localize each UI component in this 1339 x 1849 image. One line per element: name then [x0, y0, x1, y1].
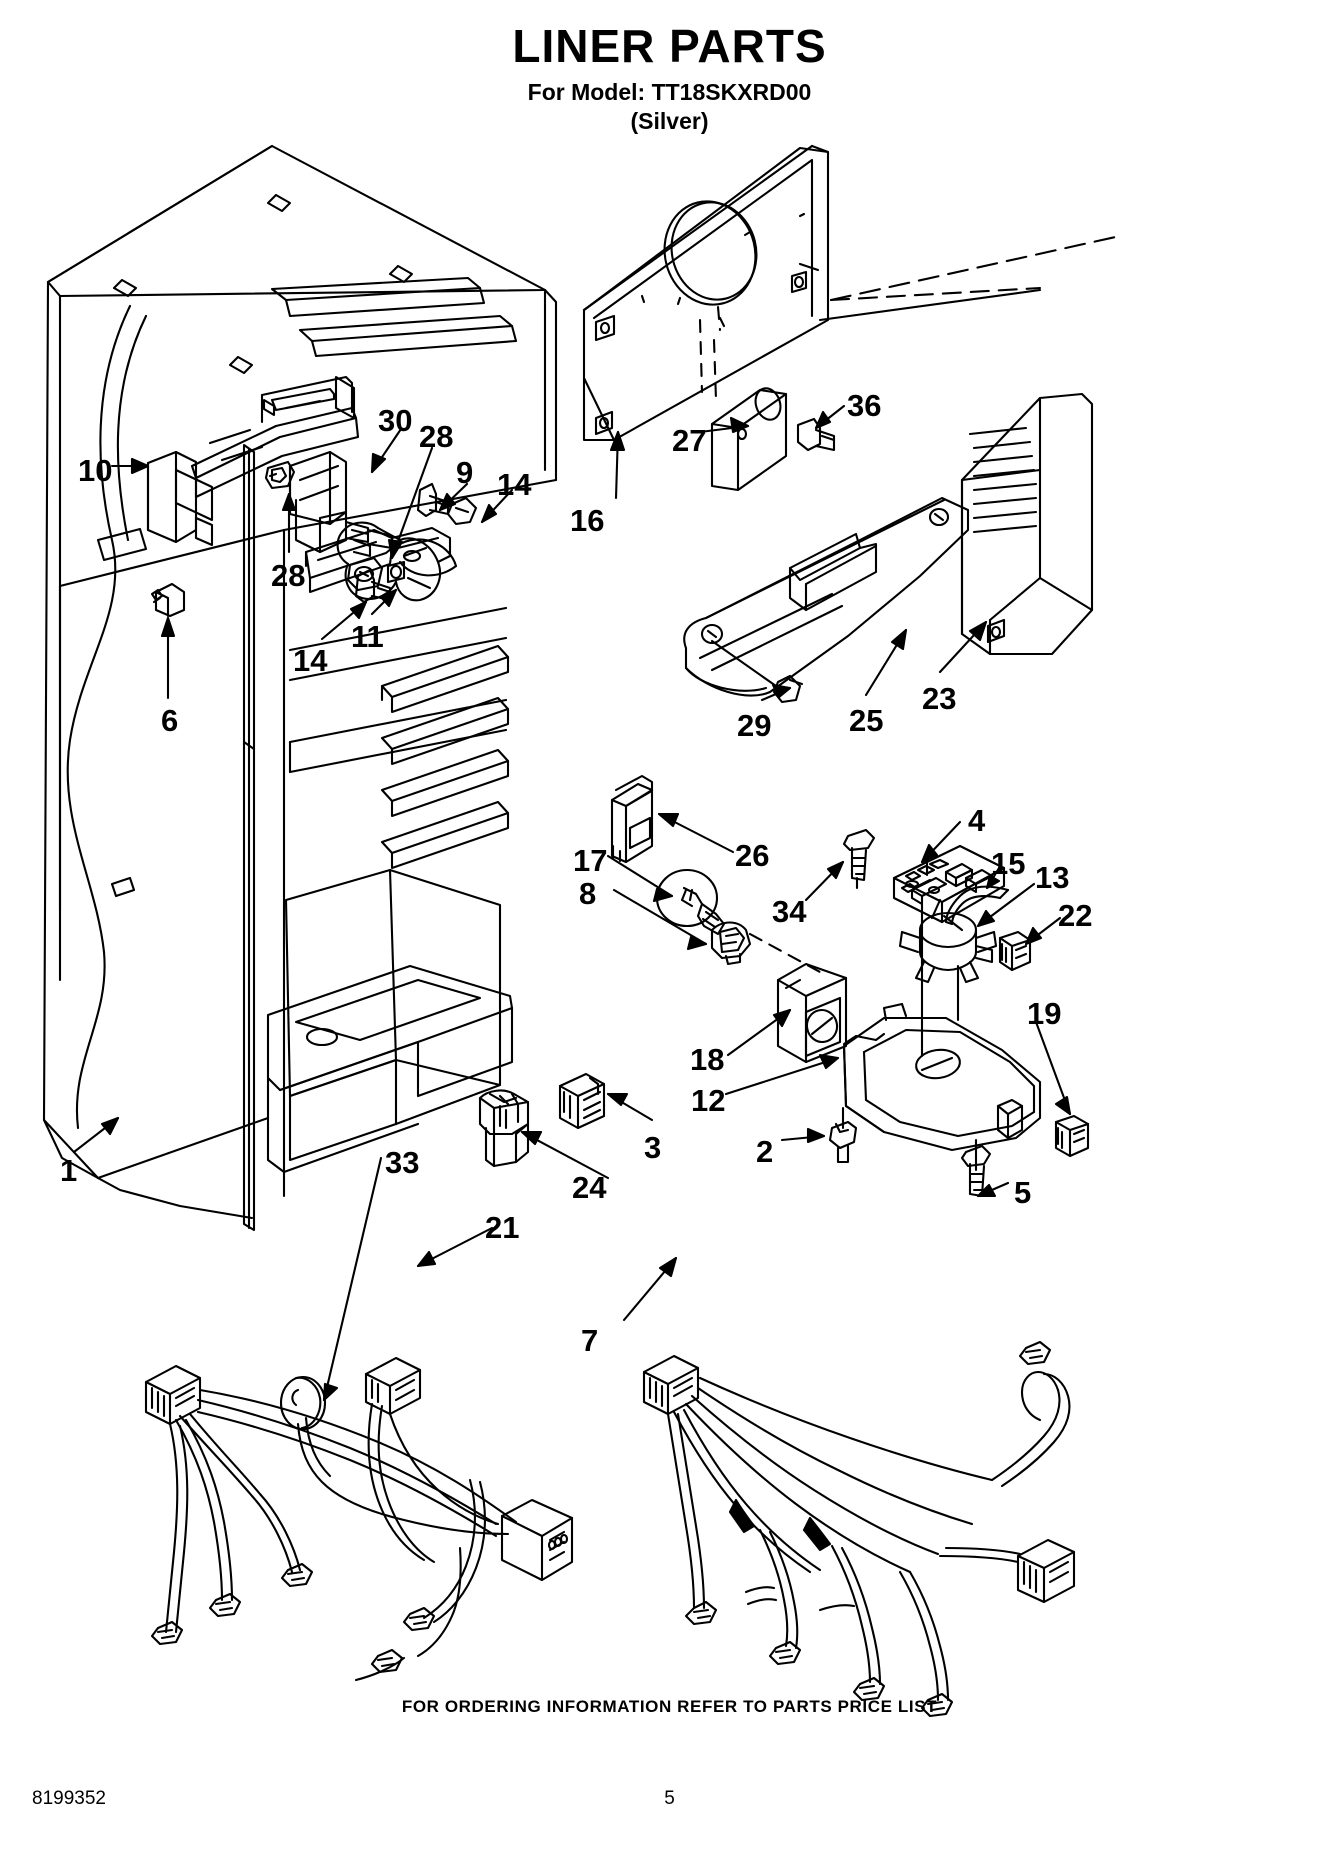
- callout-2[interactable]: 2: [756, 1134, 774, 1169]
- callout-14[interactable]: 14: [497, 467, 532, 502]
- leaders-13-22: [976, 882, 1062, 946]
- callout-4[interactable]: 4: [968, 803, 986, 838]
- callout-9[interactable]: 9: [456, 455, 474, 490]
- leader-10: [110, 457, 150, 475]
- connector-block-3: [558, 1072, 606, 1130]
- callout-27[interactable]: 27: [672, 423, 707, 458]
- callout-23[interactable]: 23: [922, 681, 957, 716]
- leaders-rear-panel: [609, 404, 846, 500]
- callout-19[interactable]: 19: [1027, 996, 1062, 1031]
- drain-plug-6: [150, 582, 186, 618]
- finish-label: (Silver): [630, 108, 709, 135]
- callout-18[interactable]: 18: [690, 1042, 725, 1077]
- grommet-33: [279, 1375, 327, 1431]
- callout-26[interactable]: 26: [735, 838, 770, 873]
- leader-26: [657, 812, 735, 854]
- light-bulb-17: [655, 868, 726, 936]
- callout-13[interactable]: 13: [1035, 860, 1070, 895]
- leader-23: [938, 620, 988, 674]
- callout-15[interactable]: 15: [991, 846, 1026, 881]
- model-label: For Model: TT18SKXRD00: [527, 79, 812, 106]
- leader-7: [622, 1256, 678, 1322]
- leader-1: [72, 1116, 120, 1154]
- callout-8[interactable]: 8: [579, 876, 597, 911]
- switch-24: [478, 1089, 530, 1168]
- rear-panel-assembly: [582, 144, 1122, 492]
- drain-pan-12: [842, 1002, 1042, 1172]
- callout-1[interactable]: 1: [60, 1153, 78, 1188]
- drain-grommet-2: [828, 1106, 858, 1164]
- leader-4: [920, 820, 962, 864]
- leader-5: [976, 1181, 1010, 1198]
- callout-16[interactable]: 16: [570, 503, 605, 538]
- callout-30[interactable]: 30: [378, 403, 413, 438]
- leaders-upper-left: [160, 427, 514, 700]
- callout-10[interactable]: 10: [78, 453, 113, 488]
- thermostat-13: [898, 898, 998, 1022]
- leader-2: [780, 1127, 826, 1144]
- connector-22: [998, 930, 1032, 972]
- callout-12[interactable]: 12: [691, 1083, 726, 1118]
- page-title: LINER PARTS: [512, 20, 827, 72]
- callout-14[interactable]: 14: [293, 643, 328, 678]
- leader-12: [724, 1053, 840, 1096]
- wire-harness-21: [144, 1356, 574, 1682]
- leader-33: [322, 1156, 383, 1402]
- lamp-socket-8: [710, 921, 752, 966]
- mounting-screw-34: [842, 828, 876, 882]
- callout-22[interactable]: 22: [1058, 898, 1093, 933]
- callout-28[interactable]: 28: [271, 558, 306, 593]
- callout-25[interactable]: 25: [849, 703, 884, 738]
- page-number: 5: [664, 1788, 675, 1809]
- terminal-block-26: [610, 774, 654, 864]
- shelf-rails: [288, 606, 510, 870]
- screw-5: [960, 1144, 992, 1198]
- control-box-18: [776, 962, 848, 1064]
- callout-5[interactable]: 5: [1014, 1175, 1032, 1210]
- cabinet-liner-assembly: [42, 144, 558, 1232]
- leader-3: [606, 1092, 654, 1122]
- callout-24[interactable]: 24: [572, 1170, 607, 1205]
- callout-3[interactable]: 3: [644, 1130, 662, 1165]
- leader-19: [1034, 1020, 1072, 1116]
- leader-24: [520, 1130, 610, 1180]
- callout-34[interactable]: 34: [772, 894, 807, 929]
- page-header: LINER PARTS For Model: TT18SKXRD00 (Silv…: [0, 22, 1339, 136]
- callout-21[interactable]: 21: [485, 1210, 520, 1245]
- callout-11[interactable]: 11: [351, 619, 384, 654]
- leader-18: [726, 1008, 792, 1057]
- leader-15: [985, 866, 1001, 890]
- wire-harness-7: [642, 1340, 1076, 1718]
- leaders-duct: [760, 628, 908, 702]
- callout-28[interactable]: 28: [419, 419, 454, 454]
- leader-34: [804, 860, 845, 902]
- callout-6[interactable]: 6: [161, 703, 179, 738]
- callout-17[interactable]: 17: [573, 843, 608, 878]
- connector-19: [1054, 1114, 1090, 1158]
- ordering-note: FOR ORDERING INFORMATION REFER TO PARTS …: [401, 1697, 938, 1716]
- callout-36[interactable]: 36: [847, 388, 882, 423]
- callout-7[interactable]: 7: [581, 1323, 599, 1358]
- grille-panel-23: [960, 392, 1094, 656]
- document-part-number: 8199352: [32, 1788, 106, 1809]
- callout-33[interactable]: 33: [385, 1145, 420, 1180]
- callout-29[interactable]: 29: [737, 708, 772, 743]
- air-duct-cover: [683, 496, 970, 704]
- leader-21: [416, 1226, 494, 1268]
- evaporator-fan-assembly: [264, 450, 478, 604]
